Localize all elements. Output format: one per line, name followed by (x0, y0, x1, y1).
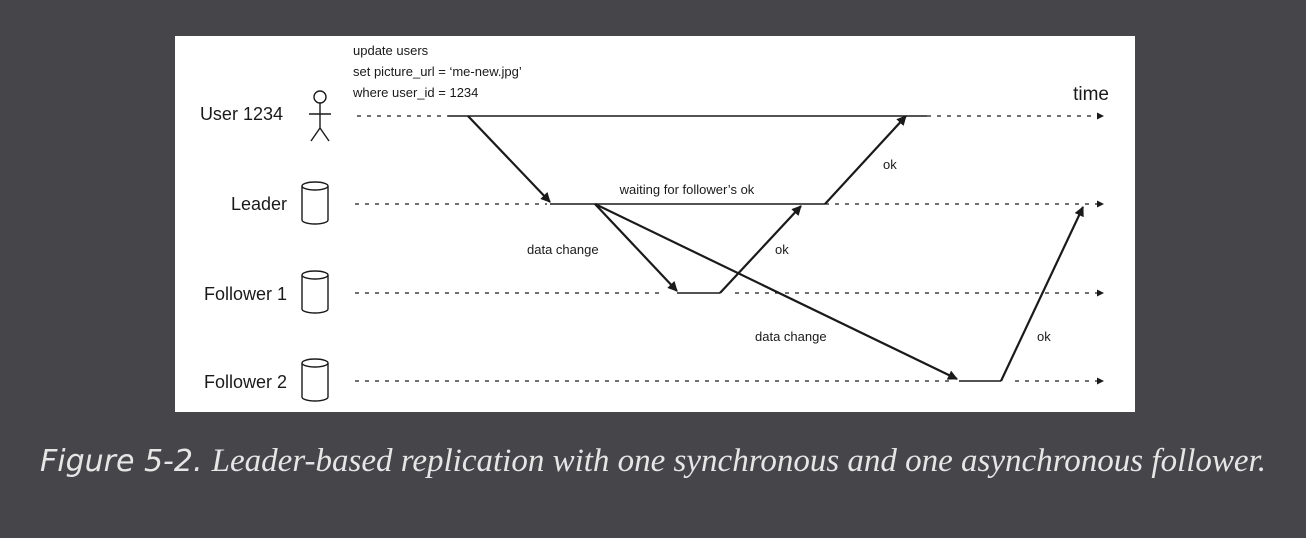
participant-label-follower-1: Follower 1 (204, 284, 287, 304)
query-line-3: where user_id = 1234 (352, 85, 478, 100)
participant-label-follower-2: Follower 2 (204, 372, 287, 392)
data-change-annotation-2: data change (755, 329, 827, 344)
ok-annotation-follower2: ok (1037, 329, 1051, 344)
arrow-leader-to-follower2 (594, 203, 958, 380)
waiting-annotation: waiting for follower’s ok (619, 182, 755, 197)
data-change-annotation-1: data change (527, 242, 599, 257)
query-line-2: set picture_url = ‘me-new.jpg’ (353, 64, 522, 79)
arrow-leader-to-follower1 (594, 203, 678, 292)
time-label: time (1073, 84, 1109, 105)
arrow-follower2-ok-to-leader (1000, 206, 1084, 382)
database-icon (301, 270, 329, 314)
caption-label: Figure 5-2. (39, 444, 203, 479)
ok-annotation-leader: ok (883, 157, 897, 172)
arrow-user-to-leader (467, 115, 551, 203)
ok-annotation-follower1: ok (775, 242, 789, 257)
diagram-panel: update users set picture_url = ‘me-new.j… (175, 36, 1135, 412)
arrow-leader-ok-to-user (824, 115, 907, 205)
query-line-1: update users (353, 43, 429, 58)
participant-label-user: User 1234 (200, 104, 283, 124)
arrow-follower1-ok-to-leader (719, 205, 802, 294)
replication-diagram: update users set picture_url = ‘me-new.j… (200, 43, 1109, 402)
caption-text: Leader-based replication with one synchr… (211, 443, 1266, 479)
database-icon (301, 358, 329, 402)
figure-caption: Figure 5-2. Leader-based replication wit… (20, 440, 1286, 482)
person-icon (309, 90, 331, 142)
database-icon (301, 181, 329, 225)
participant-label-leader: Leader (231, 194, 287, 214)
